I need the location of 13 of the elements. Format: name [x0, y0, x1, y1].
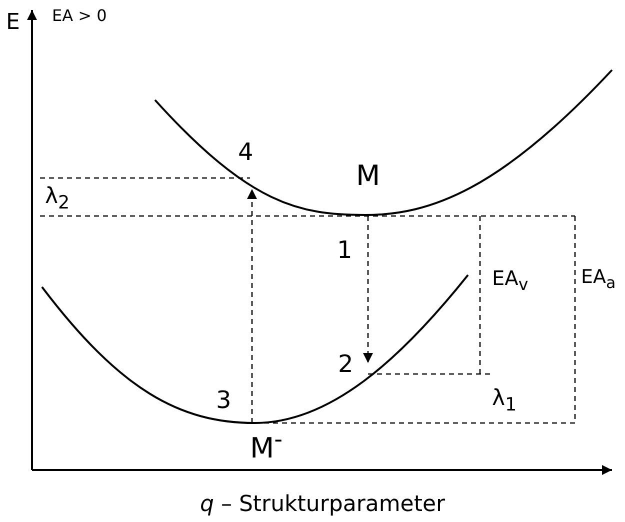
point-number: 1	[337, 238, 352, 262]
point-number: 4	[238, 140, 254, 164]
axis-label: E	[6, 12, 20, 34]
point-number: 2	[338, 352, 354, 376]
point-number: 3	[216, 388, 232, 412]
curve-label: M$^{-}$	[250, 428, 283, 462]
axis-label: q – Strukturparameter	[200, 494, 446, 516]
energy-label: EA$_{v}$	[492, 268, 528, 294]
curve-label: M	[356, 162, 380, 190]
energy-label: λ$_{1}$	[492, 388, 517, 415]
energy-label: λ$_{2}$	[45, 186, 70, 213]
energy-label: EA$_{a}$	[581, 268, 616, 291]
condition-label: EA > 0	[52, 8, 107, 24]
